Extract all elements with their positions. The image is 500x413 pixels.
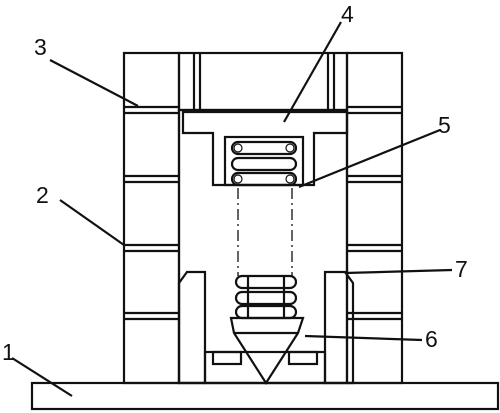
base-plate: [30, 381, 500, 411]
upper-spring: [230, 140, 298, 187]
specimen-outline: [237, 188, 293, 276]
label-5: 5: [438, 112, 451, 138]
label-6: 6: [425, 326, 438, 352]
insulating-wall: [122, 51, 404, 385]
cone-anvil: [229, 316, 305, 386]
leader-lines: [11, 21, 453, 397]
label-3: 3: [34, 34, 47, 60]
label-1: 1: [2, 339, 15, 365]
cone-support: [203, 350, 327, 385]
label-7: 7: [455, 256, 468, 282]
brick-joints: [124, 53, 402, 321]
label-4: 4: [341, 1, 354, 27]
side-block-left: [177, 270, 207, 385]
lower-spring: [234, 274, 298, 320]
label-2: 2: [36, 182, 49, 208]
side-block-right: [323, 270, 355, 385]
